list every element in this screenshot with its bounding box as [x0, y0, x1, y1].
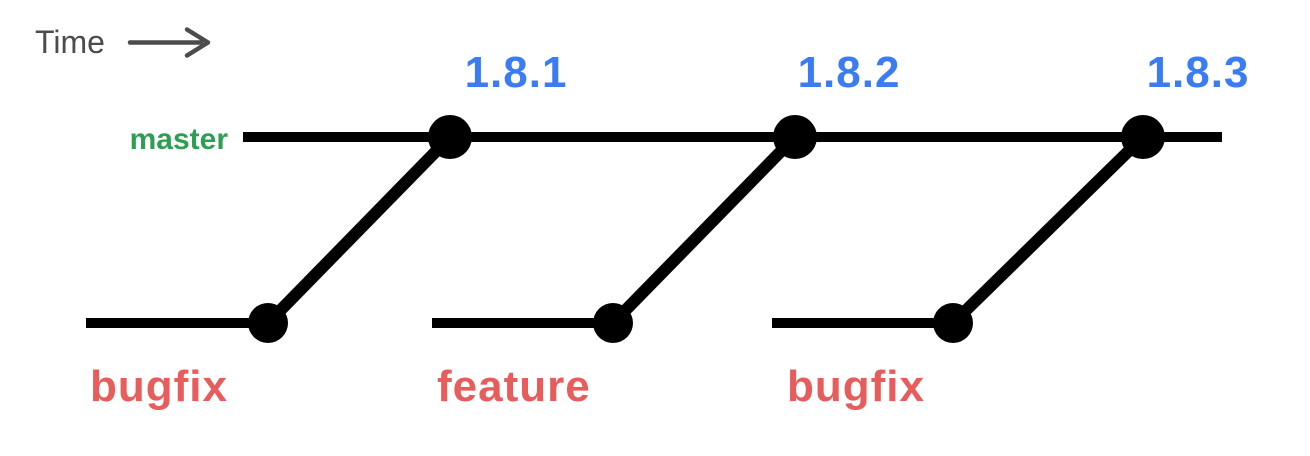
branch-label-feature: feature	[437, 362, 591, 411]
merge-line-1	[263, 132, 455, 328]
arrow-head	[184, 27, 211, 58]
merge-line-2	[608, 132, 800, 328]
release-label-1-8-2: 1.8.2	[798, 48, 901, 97]
branch-commit-dot-1	[248, 303, 288, 343]
time-axis: Time	[35, 24, 211, 60]
branch-commit-dots	[248, 303, 973, 343]
branch-commit-dot-3	[933, 303, 973, 343]
master-commit-dot-2	[773, 115, 817, 159]
branch-label-bugfix-1: bugfix	[90, 362, 228, 411]
master-commit-dots	[428, 115, 1165, 159]
release-label-1-8-1: 1.8.1	[465, 48, 568, 97]
right-arrow-icon	[127, 27, 211, 58]
time-label: Time	[35, 24, 105, 60]
merge-line-3	[948, 132, 1148, 328]
branch-label-bugfix-2: bugfix	[787, 362, 925, 411]
release-labels: 1.8.1 1.8.2 1.8.3	[465, 48, 1250, 97]
master-branch-label: master	[130, 123, 229, 156]
branch-commit-dot-2	[593, 303, 633, 343]
merge-lines	[263, 132, 1148, 328]
master-commit-dot-1	[428, 115, 472, 159]
release-label-1-8-3: 1.8.3	[1147, 48, 1250, 97]
branch-labels: bugfix feature bugfix	[90, 362, 925, 411]
master-commit-dot-3	[1121, 115, 1165, 159]
